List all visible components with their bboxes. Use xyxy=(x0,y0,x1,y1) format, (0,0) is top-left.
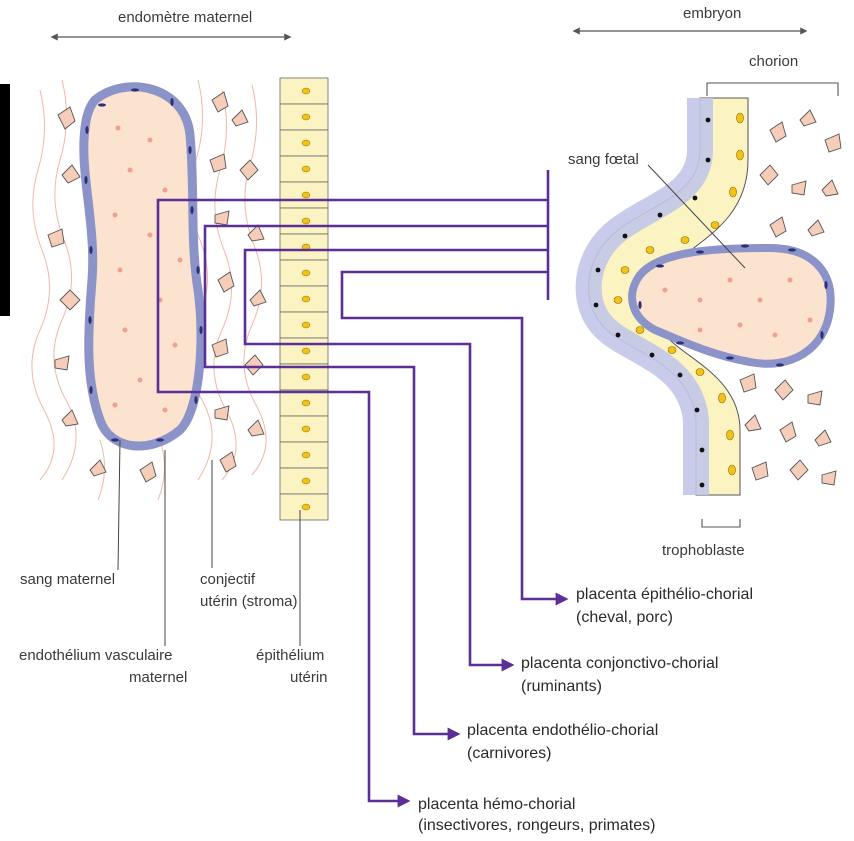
maternal-endometrium-label: endomètre maternel xyxy=(118,8,252,27)
epithelial-nucleus xyxy=(302,270,310,276)
epithelial-nucleus xyxy=(302,166,310,172)
embryo-label: embryon xyxy=(683,4,741,23)
placenta-type-examples: (carnivores) xyxy=(467,743,551,764)
placenta-bracket-line xyxy=(158,200,548,801)
uterine-connective-label-line2: utérin (stroma) xyxy=(200,592,298,611)
fetal-blood-label: sang fœtal xyxy=(568,150,639,169)
placenta-type-name: placenta hémo-chorial xyxy=(418,794,575,815)
epithelial-nucleus xyxy=(302,426,310,432)
epithelial-nucleus xyxy=(302,322,310,328)
epithelial-nucleus xyxy=(302,374,310,380)
epithelial-nucleus xyxy=(302,192,310,198)
trophoblast-label: trophoblaste xyxy=(662,541,745,560)
placenta-type-brackets xyxy=(158,170,566,801)
chorion-label: chorion xyxy=(749,52,798,71)
placenta-type-examples: (ruminants) xyxy=(521,676,602,697)
epithelial-nucleus xyxy=(302,114,310,120)
uterine-epithelium-label-line2: utérin xyxy=(290,668,328,687)
epithelial-nucleus xyxy=(302,296,310,302)
placenta-type-name: placenta endothélio-chorial xyxy=(467,720,658,741)
epithelial-nucleus xyxy=(302,504,310,510)
epithelial-nucleus xyxy=(302,452,310,458)
left-edge-bar xyxy=(0,84,10,316)
uterine-connective-label-line1: conjectif xyxy=(200,570,255,589)
trophoblast-bracket xyxy=(702,519,740,527)
placenta-bracket-line xyxy=(342,272,566,599)
epithelial-nucleus xyxy=(302,400,310,406)
placenta-type-name: placenta conjonctivo-chorial xyxy=(521,653,718,674)
epithelial-nucleus xyxy=(302,140,310,146)
uterine-epithelium-column xyxy=(280,78,328,520)
epithelial-nucleus xyxy=(302,348,310,354)
placenta-type-examples: (insectivores, rongeurs, primates) xyxy=(418,815,655,836)
epithelial-nucleus xyxy=(302,218,310,224)
epithelial-nucleus xyxy=(302,88,310,94)
placenta-type-name: placenta épithélio-chorial xyxy=(576,584,753,605)
chorion-bracket xyxy=(707,83,838,96)
uterine-epithelium-label-line1: épithélium xyxy=(256,646,324,665)
vascular-endothelium-label-line1: endothélium vasculaire xyxy=(19,646,172,665)
epithelial-nucleus xyxy=(302,478,310,484)
maternal-blood-label: sang maternel xyxy=(20,570,115,589)
placenta-type-examples: (cheval, porc) xyxy=(576,607,673,628)
vascular-endothelium-label-line2: maternel xyxy=(129,668,187,687)
